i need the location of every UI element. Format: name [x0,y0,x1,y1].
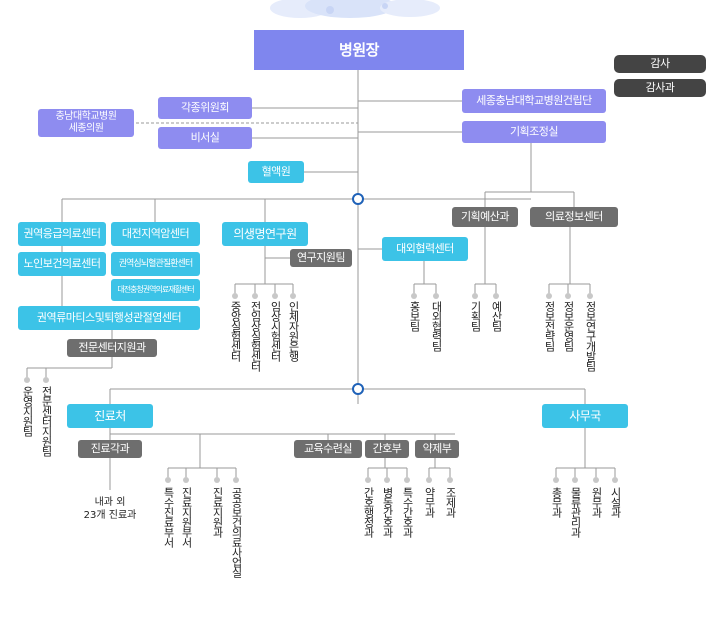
clinical-office-box[interactable]: 진료처 [67,404,153,428]
blood-center-box[interactable]: 혈액원 [248,161,304,183]
team-logistics: 물류관리과 [569,487,582,537]
rheumatism-center-box[interactable]: 권역류마티스및퇴행성관절염센터 [18,306,200,330]
team-ward-nursing: 병동간호과 [381,487,394,537]
secretariat-box[interactable]: 비서실 [158,127,252,149]
committees-box[interactable]: 각종위원회 [158,97,252,119]
clinical-departments-box[interactable]: 진료각과 [78,440,142,458]
team-pharmacy-affairs: 약무과 [423,487,436,517]
daejeon-cancer-box[interactable]: 대전지역암센터 [111,222,200,246]
team-pr: 홍보팀 [408,301,421,331]
admin-office-box[interactable]: 사무국 [542,404,628,428]
team-clinic-support: 진료지원과 [211,487,224,537]
team-dispensing: 조제과 [444,487,457,517]
team-facilities: 시설과 [609,487,622,517]
education-box[interactable]: 교육수련실 [294,440,362,458]
regional-emergency-box[interactable]: 권역응급의료센터 [18,222,106,246]
nursing-dept-box[interactable]: 간호부 [365,440,409,458]
rehab-center-box[interactable]: 대전충청권역의료재활센터 [111,279,200,301]
pharmacy-dept-box[interactable]: 약제부 [415,440,459,458]
audit-box[interactable]: 감사 [614,55,706,73]
team-preclinical: 전임상실험센터 [249,301,262,371]
director-box[interactable]: 병원장 [254,30,464,70]
team-nursing-admin: 간호행정과 [362,487,375,537]
team-clinic-support-dept: 진료지원부서 [180,487,193,547]
team-clinical-trial: 임상시험센터 [269,301,282,361]
team-info-operation: 정보운영팀 [562,301,575,351]
team-patient-affairs: 원무과 [590,487,603,517]
team-external: 대외협력팀 [430,301,443,351]
decorative-header [270,0,440,18]
external-cooperation-box[interactable]: 대외협력센터 [382,237,468,261]
research-institute-box[interactable]: 의생명연구원 [222,222,308,246]
planning-office-box[interactable]: 기획조정실 [462,121,606,143]
team-public-health: 공공보건의료사업실 [230,487,243,577]
cardio-center-box[interactable]: 권역심뇌혈관질환센터 [111,252,200,276]
chungnam-sejong-clinic-box[interactable]: 충남대학교병원 세종의원 [38,109,134,137]
team-info-rnd: 정보연구개발팀 [584,301,597,371]
sejong-construction-box[interactable]: 세종충남대학교병원건립단 [462,89,606,113]
team-special-clinic: 특수진료부서 [162,487,175,547]
team-operation-support: 운영지원팀 [21,386,34,436]
audit-dept-box[interactable]: 감사과 [614,79,706,97]
team-biobank: 인체자원은행 [287,301,300,361]
research-support-box[interactable]: 연구지원팀 [290,249,352,267]
team-planning: 기획팀 [469,301,482,331]
budget-dept-box[interactable]: 기획예산과 [452,207,518,227]
clinical-departments-text: 내과 외 23개 진료과 [83,497,137,521]
team-central-lab: 중앙실험센터 [229,301,242,361]
team-special-nursing: 특수간호과 [401,487,414,537]
team-general-affairs: 총무과 [550,487,563,517]
junction-node [352,193,364,205]
info-center-box[interactable]: 의료정보센터 [530,207,618,227]
team-info-strategy: 정보전략팀 [543,301,556,351]
junction-node [352,383,364,395]
elderly-health-box[interactable]: 노인보건의료센터 [18,252,106,276]
team-center-support: 전문센터지원팀 [40,386,53,456]
center-support-dept-box[interactable]: 전문센터지원과 [67,339,157,357]
team-budget: 예산팀 [490,301,503,331]
